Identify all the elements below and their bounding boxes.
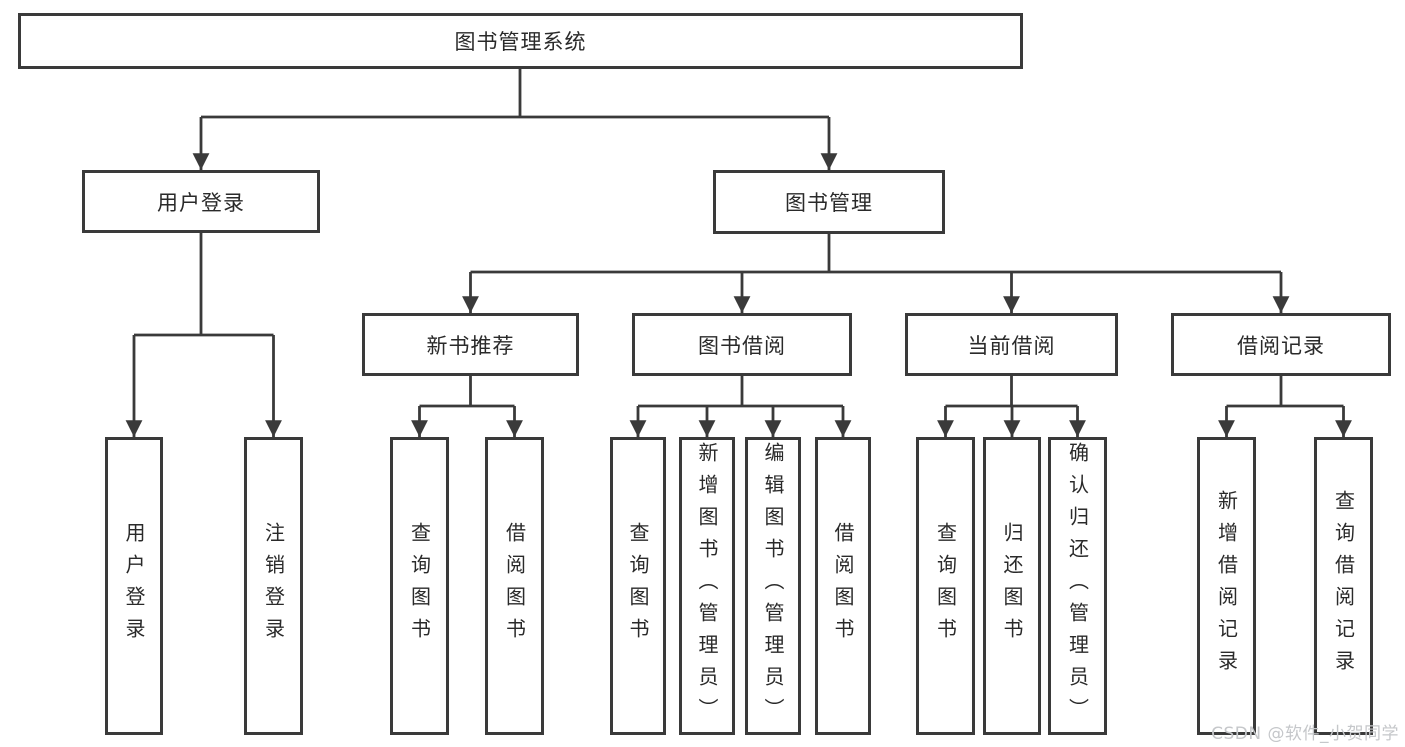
node-login-leaf-label: 用户登录: [122, 522, 146, 650]
node-current-borrow-label: 当前借阅: [967, 333, 1056, 358]
node-new-book-recommend: 新书推荐: [362, 313, 579, 376]
node-add-book-admin: 新增图书（管理员）: [679, 437, 735, 735]
node-query-books-2-label: 查询图书: [626, 522, 650, 650]
node-query-books-3: 查询图书: [916, 437, 975, 735]
node-add-borrow-record: 新增借阅记录: [1197, 437, 1256, 735]
node-query-borrow-record-label: 查询借阅记录: [1331, 490, 1356, 682]
node-return-books: 归还图书: [983, 437, 1041, 735]
node-query-borrow-record: 查询借阅记录: [1314, 437, 1373, 735]
node-return-books-label: 归还图书: [1000, 522, 1024, 650]
node-logout-leaf-label: 注销登录: [261, 522, 286, 650]
node-confirm-return-admin: 确认归还（管理员）: [1048, 437, 1107, 735]
node-logout-leaf: 注销登录: [244, 437, 303, 735]
node-borrow-records-label: 借阅记录: [1237, 333, 1325, 358]
node-new-book-recommend-label: 新书推荐: [426, 333, 515, 358]
node-user-login-label: 用户登录: [157, 190, 245, 215]
node-query-books-1-label: 查询图书: [407, 522, 432, 650]
node-add-book-admin-label: 新增图书（管理员）: [695, 442, 719, 730]
node-confirm-return-admin-label: 确认归还（管理员）: [1065, 442, 1090, 730]
node-root-system: 图书管理系统: [18, 13, 1023, 69]
node-borrow-books-1-label: 借阅图书: [502, 522, 527, 650]
node-query-books-1: 查询图书: [390, 437, 449, 735]
node-add-borrow-record-label: 新增借阅记录: [1214, 490, 1239, 682]
node-edit-book-admin: 编辑图书（管理员）: [745, 437, 801, 735]
node-book-borrow: 图书借阅: [632, 313, 852, 376]
node-login-leaf: 用户登录: [105, 437, 163, 735]
node-current-borrow: 当前借阅: [905, 313, 1118, 376]
node-book-borrow-label: 图书借阅: [698, 333, 786, 358]
node-book-management: 图书管理: [713, 170, 945, 234]
node-user-login: 用户登录: [82, 170, 320, 233]
node-query-books-2: 查询图书: [610, 437, 666, 735]
node-root-system-label: 图书管理系统: [454, 30, 587, 54]
node-borrow-books-2: 借阅图书: [815, 437, 871, 735]
node-book-management-label: 图书管理: [785, 191, 873, 215]
node-edit-book-admin-label: 编辑图书（管理员）: [761, 442, 785, 730]
watermark-text: CSDN @软件_小贺同学: [1211, 724, 1399, 744]
node-query-books-3-label: 查询图书: [933, 522, 958, 650]
node-borrow-books-2-label: 借阅图书: [831, 522, 855, 650]
node-borrow-books-1: 借阅图书: [485, 437, 544, 735]
node-borrow-records: 借阅记录: [1171, 313, 1391, 376]
